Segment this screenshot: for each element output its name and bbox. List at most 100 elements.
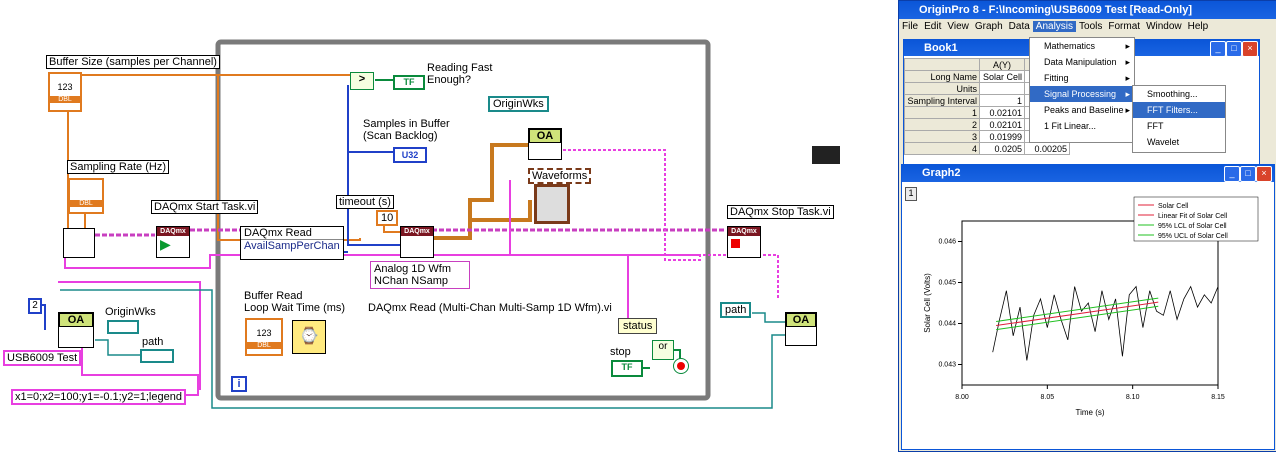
menu-help[interactable]: Help xyxy=(1187,21,1209,32)
stop-square-icon xyxy=(731,239,740,248)
signal-menu-item[interactable]: Wavelet xyxy=(1147,137,1180,147)
stop-button[interactable]: TF xyxy=(611,360,643,377)
maximize-icon[interactable]: □ xyxy=(1226,41,1242,57)
x-tick-label: 8.05 xyxy=(1041,394,1055,401)
row-header[interactable]: 3 xyxy=(904,130,980,143)
menu-tools[interactable]: Tools xyxy=(1079,21,1103,32)
samples-in-buffer-label: Samples in Buffer (Scan Backlog) xyxy=(363,118,450,142)
close-icon[interactable]: × xyxy=(1242,41,1258,57)
minimize-icon[interactable]: _ xyxy=(1210,41,1226,57)
x-tick-label: 8.00 xyxy=(955,394,969,401)
menu-view[interactable]: View xyxy=(947,21,969,32)
y-tick-label: 0.044 xyxy=(938,321,956,328)
cell[interactable]: 0.00205 xyxy=(1024,142,1070,155)
status-unbundle[interactable]: status xyxy=(618,318,658,334)
timeout-label: timeout (s) xyxy=(336,195,394,209)
row-header[interactable]: 1 xyxy=(904,106,980,119)
buffer-read-label: Buffer Read Loop Wait Time (ms) xyxy=(244,290,346,314)
status-label: status xyxy=(623,320,653,332)
menu-analysis[interactable]: Analysis xyxy=(1032,21,1077,32)
submenu-arrow-icon: ▸ xyxy=(1125,89,1130,99)
analysis-menu[interactable]: Mathematics▸Data Manipulation▸Fitting▸Si… xyxy=(1029,37,1135,143)
menu-graph[interactable]: Graph xyxy=(974,21,1003,32)
wait-timer-icon[interactable]: ⌚ xyxy=(292,320,326,354)
cell[interactable]: 0.02101 xyxy=(979,106,1025,119)
menu-format[interactable]: Format xyxy=(1108,21,1141,32)
analysis-menu-item[interactable]: Data Manipulation▸ xyxy=(1030,54,1134,70)
series-line-1 xyxy=(996,301,1159,327)
row-header[interactable]: 2 xyxy=(904,118,980,131)
cell[interactable]: 0.02101 xyxy=(979,118,1025,131)
menu-data[interactable]: Data xyxy=(1008,21,1030,32)
cell[interactable] xyxy=(979,82,1025,95)
row-header[interactable]: Long Name xyxy=(904,70,980,83)
x-tick-label: 8.10 xyxy=(1126,394,1140,401)
graph-maximize-icon[interactable]: □ xyxy=(1240,166,1256,182)
oa-tag-3: OA xyxy=(59,313,93,327)
row-header[interactable]: Sampling Interval xyxy=(904,94,980,107)
timeout-constant[interactable]: 10 xyxy=(376,210,399,226)
daqmx-read-node[interactable]: DAQmx xyxy=(400,226,434,258)
greater-than-comparator[interactable]: > xyxy=(350,72,374,90)
analysis-menu-item[interactable]: Peaks and Baseline▸ xyxy=(1030,102,1134,118)
buffer-size-control[interactable]: 123 DBL xyxy=(48,72,82,112)
cell[interactable]: 0.01999 xyxy=(979,130,1025,143)
oa-worksheet-node[interactable]: OA xyxy=(528,128,562,160)
menu-window[interactable]: Window xyxy=(1146,21,1182,32)
menu-edit[interactable]: Edit xyxy=(924,21,942,32)
originwks-left-constant[interactable] xyxy=(107,320,139,334)
signal-menu-item[interactable]: FFT xyxy=(1147,121,1164,131)
analysis-menu-item[interactable]: 1 Fit Linear... xyxy=(1044,121,1097,131)
analysis-menu-item[interactable]: Fitting▸ xyxy=(1030,70,1134,86)
usb-test-string[interactable]: USB6009 Test xyxy=(3,350,82,366)
signal-menu-item[interactable]: Smoothing... xyxy=(1147,89,1198,99)
buffer-read-value: 123 xyxy=(256,328,272,338)
dbl-tag: DBL xyxy=(50,96,80,103)
analysis-menu-item[interactable]: Signal Processing▸ xyxy=(1030,86,1134,102)
analog-wfm-selector[interactable]: Analog 1D Wfm NChan NSamp xyxy=(370,261,471,289)
signal-menu-item[interactable]: FFT Filters... xyxy=(1133,102,1225,118)
start-task-node[interactable]: DAQmx ▶ xyxy=(156,226,190,258)
row-header[interactable]: 4 xyxy=(904,142,980,155)
timing-vi-node[interactable] xyxy=(63,228,95,258)
start-task-label: DAQmx Start Task.vi xyxy=(151,200,259,214)
waveforms-graph-icon[interactable] xyxy=(534,184,570,224)
stop-task-node[interactable]: DAQmx xyxy=(727,226,761,258)
legend-string-constant[interactable]: x1=0;x2=100;y1=-0.1;y2=1;legend xyxy=(11,389,186,405)
sampling-rate-label: Sampling Rate (Hz) xyxy=(67,160,169,174)
daqmx-tag-1: DAQmx xyxy=(157,227,189,236)
signal-processing-submenu[interactable]: Smoothing... FFT Filters... FFT Wavelet xyxy=(1132,85,1226,153)
daqmx-tag-3: DAQmx xyxy=(728,227,760,236)
avail-samp-label: AvailSampPerChan xyxy=(244,240,340,252)
origin-title: OriginPro 8 - F:\Incoming\USB6009 Test [… xyxy=(899,1,1276,19)
sampling-rate-control[interactable]: DBL xyxy=(68,178,104,214)
graph-minimize-icon[interactable]: _ xyxy=(1224,166,1240,182)
stop-task-label: DAQmx Stop Task.vi xyxy=(727,205,834,219)
graph-close-icon[interactable]: × xyxy=(1256,166,1272,182)
path-left-constant[interactable] xyxy=(140,349,174,363)
submenu-arrow-icon: ▸ xyxy=(1125,105,1130,115)
dbl-tag-2: DBL xyxy=(70,200,102,207)
cell[interactable]: 1 xyxy=(979,94,1025,107)
cell[interactable]: 0.0205 xyxy=(979,142,1025,155)
col-a-header[interactable]: A(Y) xyxy=(979,58,1025,71)
layer-number[interactable]: 1 xyxy=(905,187,917,201)
series-line-0 xyxy=(992,285,1219,361)
play-icon: ▶ xyxy=(160,236,171,252)
daqmx-read-property-node[interactable]: DAQmx Read AvailSampPerChan xyxy=(240,226,344,260)
cell[interactable]: Solar Cell xyxy=(979,70,1025,83)
row-header[interactable]: Units xyxy=(904,82,980,95)
stop-label: stop xyxy=(610,346,631,358)
reading-fast-label: Reading Fast Enough? xyxy=(427,62,493,86)
path-right-control[interactable]: path xyxy=(720,302,752,318)
oa-save-node[interactable]: OA xyxy=(785,312,817,346)
u32-indicator: U32 xyxy=(393,147,427,163)
buffer-read-control[interactable]: 123 DBL xyxy=(245,318,283,356)
constant-2[interactable]: 2 xyxy=(28,298,42,314)
menu-file[interactable]: File xyxy=(902,21,919,32)
origin-window: OriginPro 8 - F:\Incoming\USB6009 Test [… xyxy=(898,0,1276,452)
oa-create-node[interactable]: OA xyxy=(58,312,94,348)
analysis-menu-item[interactable]: Mathematics▸ xyxy=(1030,38,1134,54)
